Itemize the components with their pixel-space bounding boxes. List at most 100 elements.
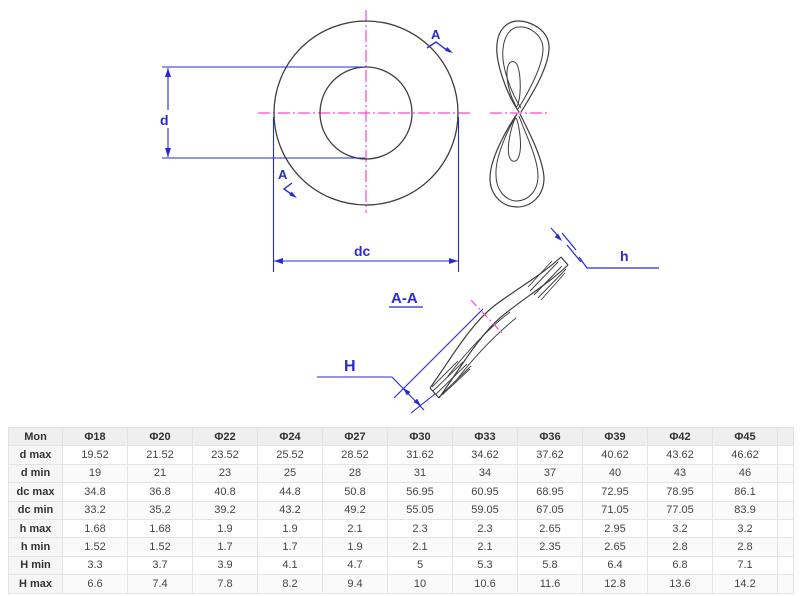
table-cell: 2.95 bbox=[582, 518, 648, 539]
table-cell: 40.62 bbox=[582, 445, 648, 465]
table-cell: 13.6 bbox=[647, 574, 713, 594]
table-cell: 2.1 bbox=[387, 537, 453, 557]
table-header-cell: Φ30 bbox=[387, 426, 453, 447]
table-cell: 8.2 bbox=[257, 574, 323, 594]
table-cell: 39.2 bbox=[192, 500, 258, 520]
section-band bbox=[429, 256, 569, 399]
table-cell: 5 bbox=[387, 555, 453, 576]
table-cell: 86.1 bbox=[712, 482, 778, 502]
table-cell: 21 bbox=[127, 463, 193, 484]
table-cell: 33.2 bbox=[62, 500, 128, 520]
table-cell: 12.8 bbox=[582, 574, 648, 594]
table-cell: 35.2 bbox=[127, 500, 193, 520]
side-view-slot-bottom bbox=[507, 117, 521, 162]
section-a-top-label: A bbox=[431, 27, 441, 42]
table-cell: 72.95 bbox=[582, 482, 648, 502]
table-cell: 37 bbox=[517, 463, 583, 484]
table-cell: 2.1 bbox=[322, 518, 388, 539]
technical-drawing: d dc A A bbox=[160, 10, 659, 414]
section-a-bottom-label: A bbox=[278, 167, 288, 182]
table-header-cell: Φ18 bbox=[62, 426, 128, 447]
table-cell: 59.05 bbox=[452, 500, 518, 520]
dc-label: dc bbox=[354, 243, 371, 259]
dimension-H bbox=[317, 308, 484, 414]
table-header-cell: Φ45 bbox=[712, 426, 778, 447]
table-cell: 77.05 bbox=[647, 500, 713, 520]
H-ext-line-short bbox=[410, 393, 436, 414]
table-cell bbox=[777, 482, 794, 502]
section-hatch-upper bbox=[527, 260, 567, 301]
table-cell: 3.3 bbox=[62, 555, 128, 576]
table-cell: 28 bbox=[322, 463, 388, 484]
table-cell: 3.7 bbox=[127, 555, 193, 576]
table-header-cell: Φ20 bbox=[127, 426, 193, 447]
side-view bbox=[489, 20, 550, 208]
table-cell: 7.8 bbox=[192, 574, 258, 594]
table-cell: 6.8 bbox=[647, 555, 713, 576]
table-cell: 68.95 bbox=[517, 482, 583, 502]
table-header-cell: Φ42 bbox=[647, 426, 713, 447]
h-tick-2 bbox=[566, 244, 582, 263]
dc-arrow-left bbox=[274, 258, 283, 264]
table-cell: 40.8 bbox=[192, 482, 258, 502]
table-cell: 1.9 bbox=[192, 518, 258, 539]
table-cell: 23 bbox=[192, 463, 258, 484]
table-cell: 28.52 bbox=[322, 445, 388, 465]
table-cell: 44.8 bbox=[257, 482, 323, 502]
table-cell: 3.2 bbox=[647, 518, 713, 539]
d-label: d bbox=[160, 112, 169, 128]
H-arrow-lower bbox=[413, 398, 421, 406]
table-cell: 1.52 bbox=[62, 537, 128, 557]
table-cell: 9.4 bbox=[322, 574, 388, 594]
section-centerline bbox=[470, 299, 504, 335]
table-cell: 60.95 bbox=[452, 482, 518, 502]
table-cell: 71.05 bbox=[582, 500, 648, 520]
table-row-label: H max bbox=[8, 574, 63, 594]
table-header-cell: Mon bbox=[8, 426, 63, 447]
table-cell: 4.7 bbox=[322, 555, 388, 576]
table-cell: 83.9 bbox=[712, 500, 778, 520]
side-view-outline-inner bbox=[495, 26, 544, 202]
band-inner-line-1 bbox=[447, 311, 511, 377]
table-cell: 1.68 bbox=[62, 518, 128, 539]
table-cell bbox=[777, 574, 794, 594]
table-cell bbox=[777, 537, 794, 557]
table-row-label: dc max bbox=[8, 482, 63, 502]
table-cell: 1.7 bbox=[192, 537, 258, 557]
table-cell: 1.7 bbox=[257, 537, 323, 557]
h-tick-1 bbox=[561, 232, 577, 251]
table-cell: 2.35 bbox=[517, 537, 583, 557]
table-cell: 10 bbox=[387, 574, 453, 594]
table-cell: 2.65 bbox=[517, 518, 583, 539]
H-label: H bbox=[344, 358, 356, 375]
section-view: A-A bbox=[317, 227, 659, 414]
table-cell: 5.3 bbox=[452, 555, 518, 576]
table-cell: 25 bbox=[257, 463, 323, 484]
table-cell bbox=[777, 500, 794, 520]
table-header-cell: Φ36 bbox=[517, 426, 583, 447]
table-cell: 11.6 bbox=[517, 574, 583, 594]
table-cell: 14.2 bbox=[712, 574, 778, 594]
band-upper-edge bbox=[429, 256, 562, 389]
table-header-cell: Φ24 bbox=[257, 426, 323, 447]
dimension-dc bbox=[272, 117, 460, 272]
table-cell: 2.65 bbox=[582, 537, 648, 557]
outer-circle bbox=[273, 20, 459, 206]
table-cell: 2.3 bbox=[387, 518, 453, 539]
section-a-top-arrow bbox=[445, 47, 453, 53]
section-title: A-A bbox=[391, 290, 418, 307]
table-cell: 19 bbox=[62, 463, 128, 484]
table-row-label: dc min bbox=[8, 500, 63, 520]
table-cell: 3.9 bbox=[192, 555, 258, 576]
h-label: h bbox=[620, 248, 629, 264]
table-cell: 2.3 bbox=[452, 518, 518, 539]
band-inner-line-2 bbox=[454, 317, 517, 383]
table-cell: 4.1 bbox=[257, 555, 323, 576]
